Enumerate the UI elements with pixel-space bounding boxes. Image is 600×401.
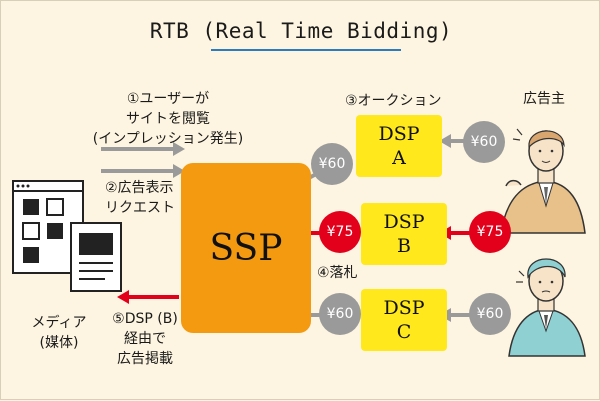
dsp-a-line1: DSP (378, 123, 420, 145)
dsp-b-box: DSP B (361, 203, 447, 265)
dsp-b-line1: DSP (383, 211, 425, 233)
advertiser-person-icon (508, 258, 586, 357)
advertiser-person-icon (500, 128, 586, 234)
step1-label: ①ユーザーが サイトを閲覧 (インプレッション発生) (73, 89, 263, 149)
bid-coin-c-ssp: ¥60 (319, 293, 361, 335)
document-icon (70, 222, 122, 292)
ssp-box: SSP (181, 163, 311, 333)
step2-line2: リクエスト (105, 200, 175, 216)
title-underline (211, 49, 401, 51)
media-label: メディア (媒体) (23, 313, 95, 353)
step3-label: ③オークション (345, 93, 442, 109)
media-line2: (媒体) (39, 335, 79, 351)
bid-coin-a-advertiser: ¥60 (463, 121, 505, 163)
diagram-title: RTB (Real Time Bidding) (149, 19, 453, 43)
dsp-c-line2: C (396, 321, 412, 343)
step1-line2: サイトを閲覧 (126, 111, 210, 127)
step1-line1: ①ユーザーが (126, 91, 210, 107)
step5-line3: 広告掲載 (117, 351, 173, 367)
step5-line2: 経由で (124, 331, 166, 347)
step5-line1: ⑤DSP (B) (112, 311, 178, 327)
bid-coin-b-ssp: ¥75 (319, 211, 361, 253)
dsp-a-line2: A (392, 147, 406, 169)
advertiser-label: 広告主 (523, 91, 565, 107)
step2-line1: ②広告表示 (105, 180, 174, 196)
media-line1: メディア (31, 315, 87, 331)
bid-coin-b-advertiser: ¥75 (469, 211, 511, 253)
step5-label: ⑤DSP (B) 経由で 広告掲載 (105, 309, 185, 369)
dsp-b-line2: B (397, 235, 411, 257)
dsp-c-line1: DSP (383, 297, 425, 319)
step2-label: ②広告表示 リクエスト (105, 178, 175, 218)
dsp-a-box: DSP A (356, 115, 442, 177)
step4-label: ④落札 (317, 265, 358, 281)
dsp-c-box: DSP C (361, 289, 447, 351)
step1-line3: (インプレッション発生) (92, 131, 244, 147)
bid-coin-a-ssp: ¥60 (311, 143, 353, 185)
bid-coin-c-advertiser: ¥60 (469, 293, 511, 335)
